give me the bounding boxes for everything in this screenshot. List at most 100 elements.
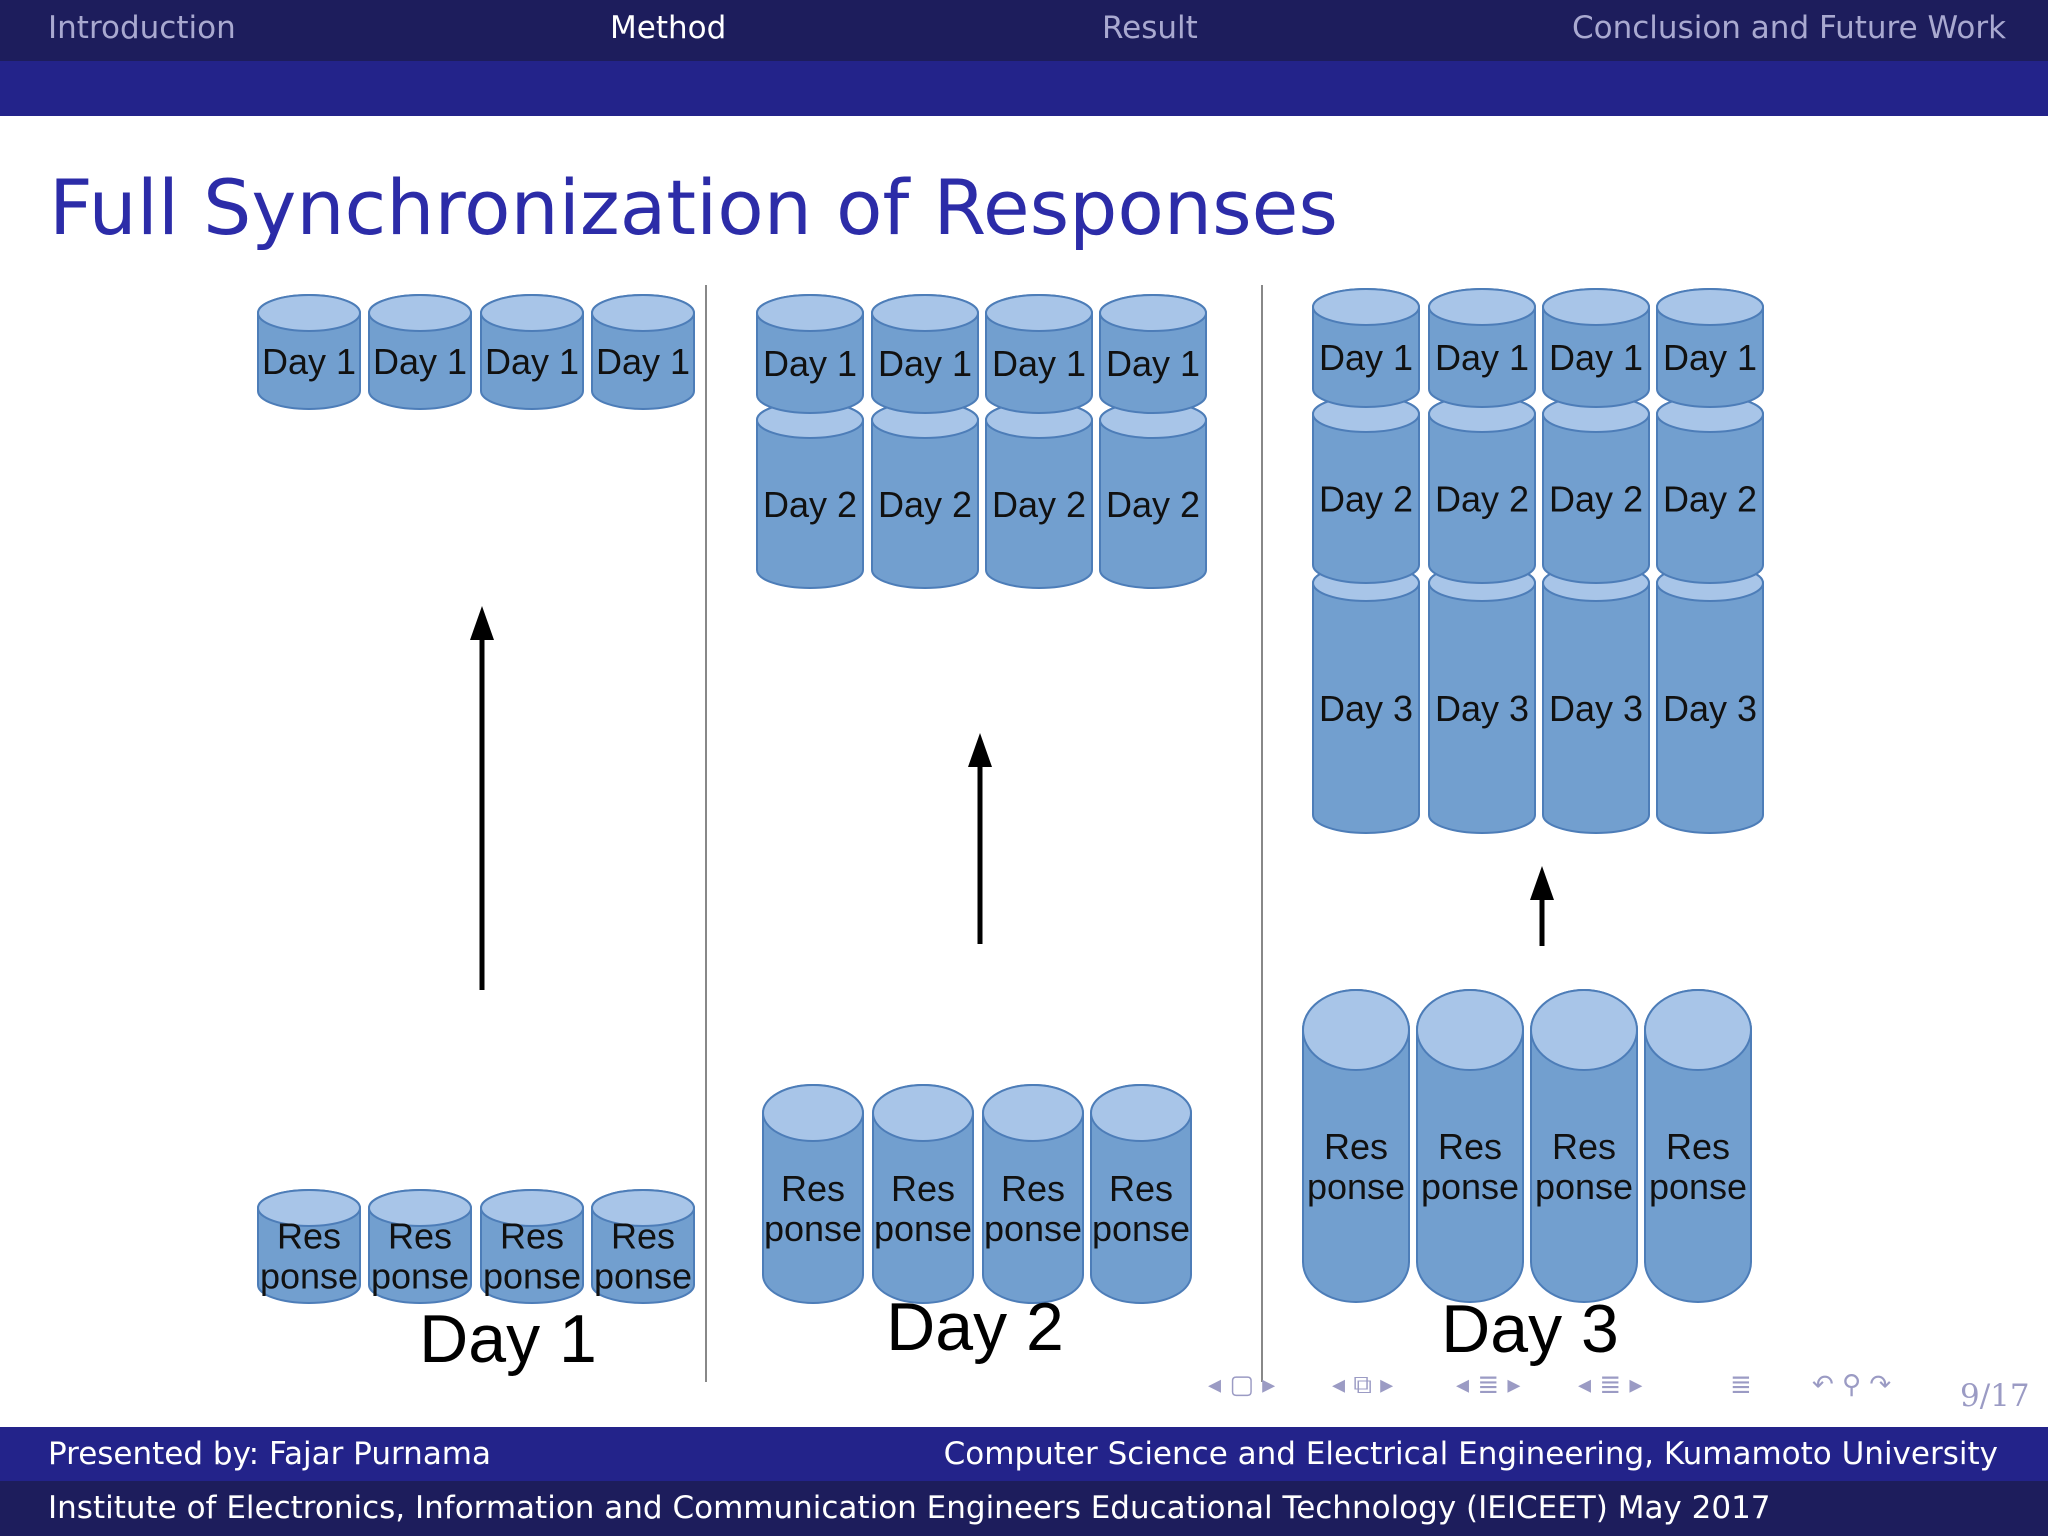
stacked-day-cylinder: Day 1 — [1656, 288, 1764, 408]
cylinder-label: Day 3 — [1549, 688, 1643, 729]
nav-item-conclusion[interactable]: Conclusion and Future Work — [1572, 10, 2007, 46]
cylinder-label: Day 1 — [1663, 337, 1757, 378]
response-cylinder: Response — [762, 1084, 864, 1304]
cylinder-label: ponse — [594, 1256, 692, 1297]
cylinder-top — [368, 294, 472, 332]
footer-bottom-bar: Institute of Electronics, Information an… — [0, 1481, 2048, 1536]
cylinder-top — [1099, 294, 1207, 332]
cylinder-label: Day 1 — [763, 343, 857, 384]
response-cylinder: Response — [257, 1189, 361, 1304]
panel-day-label: Day 2 — [886, 1289, 1064, 1365]
cylinder-label: Res — [500, 1216, 564, 1257]
cylinder-label: Day 2 — [1319, 479, 1413, 520]
stacked-day-cylinder: Day 1 — [257, 294, 361, 410]
response-cylinder: Response — [1302, 989, 1410, 1303]
cylinder-label: ponse — [874, 1208, 972, 1249]
cylinder-label: ponse — [1535, 1166, 1633, 1207]
section-nav-icon[interactable]: ◂ ≣ ▸ — [1456, 1370, 1521, 1400]
stacked-day-cylinder: Day 1 — [1428, 288, 1536, 408]
stacked-day-cylinder: Day 2 — [1428, 395, 1536, 584]
cylinder-label: Res — [1552, 1126, 1616, 1167]
stacked-day-cylinder: Day 1 — [756, 294, 864, 414]
cylinder-label: Day 1 — [878, 343, 972, 384]
stacked-day-cylinder: Day 2 — [756, 401, 864, 589]
response-cylinder: Response — [982, 1084, 1084, 1304]
footer-top-bar: Presented by: Fajar Purnama Computer Sci… — [0, 1427, 2048, 1481]
cylinder-label: ponse — [984, 1208, 1082, 1249]
cylinder-label: Res — [891, 1168, 955, 1209]
panel-day-label: Day 1 — [419, 1301, 597, 1377]
cylinder-label: ponse — [1092, 1208, 1190, 1249]
cylinder-label: Res — [1109, 1168, 1173, 1209]
cylinder-label: Res — [781, 1168, 845, 1209]
cylinder-label: ponse — [1421, 1166, 1519, 1207]
panel-day-label: Day 3 — [1441, 1291, 1619, 1367]
page-counter: 9/17 — [1960, 1378, 2030, 1414]
cylinder-top — [368, 1189, 472, 1227]
nav-item-result[interactable]: Result — [1102, 10, 1198, 46]
frame-nav-icon[interactable]: ◂ ▢ ▸ — [1208, 1370, 1276, 1400]
cylinder-top — [480, 294, 584, 332]
outline-icon[interactable]: ≣ — [1730, 1370, 1752, 1400]
cylinder-top — [1302, 989, 1410, 1071]
cylinder-top — [480, 1189, 584, 1227]
response-cylinder: Response — [480, 1189, 584, 1304]
cylinder-label: Res — [1438, 1126, 1502, 1167]
stacked-day-cylinder: Day 1 — [1542, 288, 1650, 408]
stacked-day-cylinder: Day 2 — [1656, 395, 1764, 584]
cylinder-label: Res — [1324, 1126, 1388, 1167]
cylinder-label: Day 3 — [1435, 688, 1529, 729]
nav-item-introduction[interactable]: Introduction — [48, 10, 236, 46]
search-icon[interactable]: ↶ ⚲ ↷ — [1812, 1370, 1892, 1400]
cylinder-label: Day 3 — [1319, 688, 1413, 729]
cylinder-top — [1542, 288, 1650, 326]
stacked-day-cylinder: Day 2 — [871, 401, 979, 589]
cylinder-label: ponse — [764, 1208, 862, 1249]
arrow-layer — [470, 606, 1554, 990]
stacked-day-cylinder: Day 1 — [1312, 288, 1420, 408]
cylinder-top — [1428, 288, 1536, 326]
nav-item-method[interactable]: Method — [610, 10, 727, 46]
cylinder-label: Res — [611, 1216, 675, 1257]
cylinder-label: Day 2 — [1435, 479, 1529, 520]
day-label-layer: Day 1 Day 2 Day 3 — [419, 1289, 1619, 1377]
stacked-day-cylinder: Day 1 — [985, 294, 1093, 414]
cylinder-label: Day 1 — [485, 341, 579, 382]
cylinder-label: Res — [388, 1216, 452, 1257]
arrow-head — [968, 733, 992, 767]
cylinder-label: Day 1 — [1106, 343, 1200, 384]
cylinder-top — [756, 294, 864, 332]
cylinder-label: Day 3 — [1663, 688, 1757, 729]
stacked-day-cylinder: Day 1 — [480, 294, 584, 410]
cylinder-label: Res — [277, 1216, 341, 1257]
stacked-day-cylinder: Day 3 — [1656, 564, 1764, 834]
cylinder-top — [871, 294, 979, 332]
stacked-day-cylinder: Day 3 — [1312, 564, 1420, 834]
cylinder-label: Day 2 — [992, 484, 1086, 525]
cylinder-top — [1416, 989, 1524, 1071]
stacked-day-cylinder: Day 1 — [871, 294, 979, 414]
doc-nav-icon[interactable]: ◂ ≣ ▸ — [1578, 1370, 1643, 1400]
response-cylinder: Response — [591, 1189, 695, 1304]
cylinder-label: Day 2 — [763, 484, 857, 525]
cylinder-label: Day 1 — [373, 341, 467, 382]
cylinder-label: ponse — [1307, 1166, 1405, 1207]
response-cylinder: Response — [1530, 989, 1638, 1303]
cylinder-label: Day 2 — [1663, 479, 1757, 520]
cylinder-label: ponse — [483, 1256, 581, 1297]
cylinder-label: Day 1 — [1549, 337, 1643, 378]
stacked-day-cylinder: Day 1 — [1099, 294, 1207, 414]
stacked-day-cylinder: Day 3 — [1428, 564, 1536, 834]
response-cylinder: Response — [1416, 989, 1524, 1303]
response-cylinder: Response — [1644, 989, 1752, 1303]
stacked-day-cylinder: Day 1 — [591, 294, 695, 410]
cylinder-label: Day 1 — [992, 343, 1086, 384]
cylinder-label: Day 1 — [1435, 337, 1529, 378]
cylinder-label: Res — [1001, 1168, 1065, 1209]
subsection-nav-icon[interactable]: ◂ ⧉ ▸ — [1332, 1370, 1394, 1400]
event-text: Institute of Electronics, Information an… — [48, 1490, 1771, 1526]
stacked-day-cylinder: Day 2 — [1312, 395, 1420, 584]
presenter-text: Presented by: Fajar Purnama — [48, 1436, 492, 1472]
